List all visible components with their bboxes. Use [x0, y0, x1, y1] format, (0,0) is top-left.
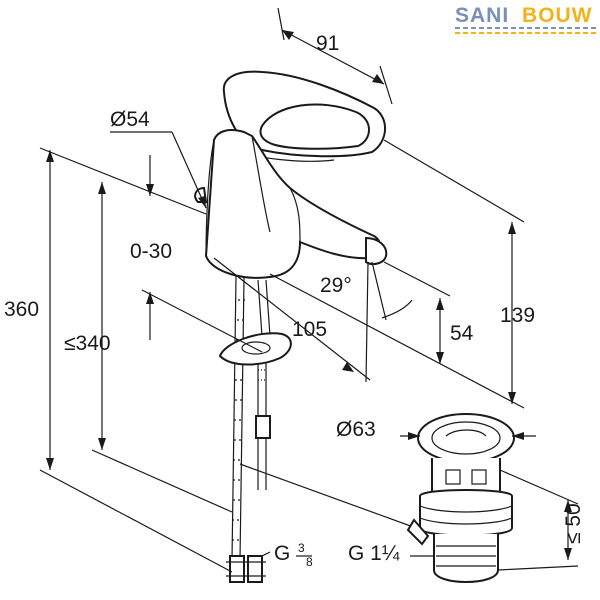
dimension-arrowhead [436, 352, 444, 364]
dim-g-3-8-numerator: 3 [298, 541, 305, 555]
dimension-arrowhead [146, 292, 154, 304]
dim-angle-29: 29° [320, 274, 352, 297]
svg-text:SANI BOUW: SANI BOUW [455, 4, 593, 27]
dim-105: 105 [292, 318, 327, 341]
dim-max-340: ≤340 [64, 332, 111, 355]
dim-91: 91 [316, 32, 339, 55]
dimension-arrowhead [146, 184, 154, 196]
dim-0-30: 0-30 [130, 240, 172, 263]
dimension-arrowhead [98, 438, 106, 450]
dimension-arrowhead [564, 500, 572, 512]
dim-diameter-54: Ø54 [110, 108, 150, 131]
dimension-arrowhead [436, 298, 444, 310]
dimension-arrowhead [282, 30, 294, 40]
dimension-arrowhead [46, 150, 54, 162]
dim-diameter-63: Ø63 [336, 418, 376, 441]
dim-max-50: ≤ 50 [562, 503, 585, 544]
dimension-arrowhead [46, 458, 54, 470]
logo-text-bouw: BOUW [522, 4, 593, 27]
hoses-and-rod [218, 275, 292, 583]
pull-rod [239, 463, 417, 529]
logo-text-sani: SANI [455, 4, 509, 27]
sanibouw-logo: SANI BOUW [455, 4, 598, 34]
dimension-arrowhead [408, 432, 420, 440]
dim-g-3-8-prefix: G [274, 542, 290, 565]
dimension-arrowhead [512, 432, 524, 440]
dimension-arrowhead [342, 362, 354, 372]
waste-valve [406, 413, 515, 583]
dimension-arrowhead [564, 548, 572, 560]
dimension-arrowhead [508, 222, 516, 234]
dim-g-3-8-denominator: 8 [306, 555, 313, 569]
dim-139: 139 [500, 304, 535, 327]
dim-g-3-8: G 3 8 [274, 541, 313, 569]
dimension-arrowhead [372, 74, 384, 84]
dim-360: 360 [4, 298, 39, 321]
dim-g-1-1-4: G 1¼ [348, 542, 400, 565]
dimension-arrowhead [198, 196, 206, 208]
dimension-arrows [46, 30, 572, 560]
dim-54: 54 [450, 322, 474, 345]
faucet-body [194, 70, 388, 279]
dimension-arrowhead [98, 182, 106, 194]
dimension-arrowhead [508, 392, 516, 404]
dimension-lines [39, 7, 579, 573]
